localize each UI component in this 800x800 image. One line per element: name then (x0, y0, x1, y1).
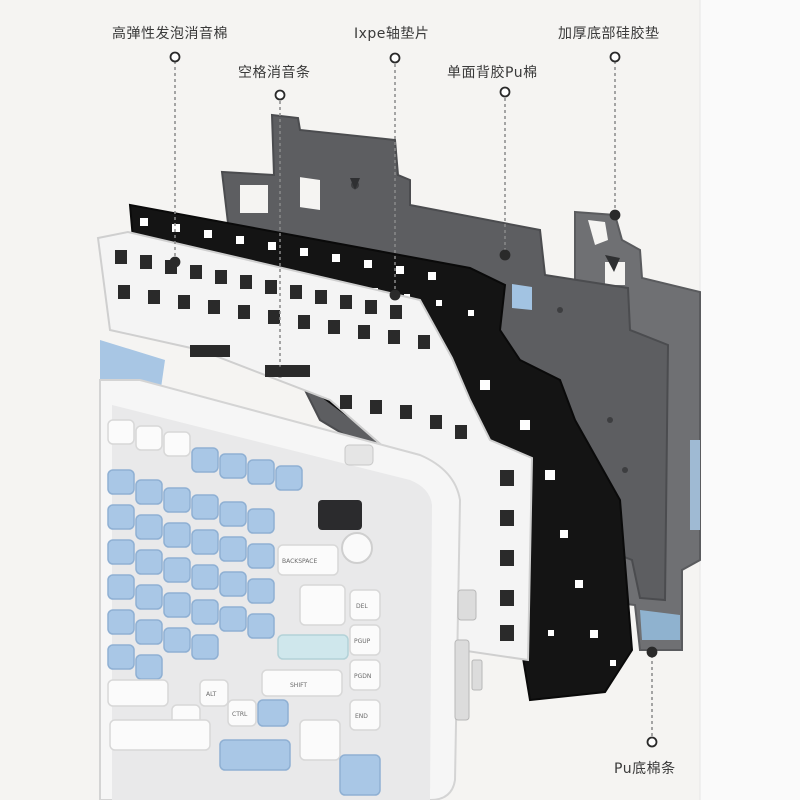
callout-lines (174, 55, 653, 740)
label-silicone-pad: 加厚底部硅胶垫 (558, 26, 660, 42)
backspace-legend: BACKSPACE (282, 558, 317, 565)
keycaps (107, 419, 381, 796)
ctrl-legend: CTRL (232, 711, 248, 718)
pgup-key (349, 624, 381, 656)
label-single-side-pu: 单面背胶Pu棉 (447, 65, 538, 81)
keycap-legends: BACKSPACE SHIFT ALT CTRL DEL PGUP PGDN E… (206, 558, 371, 720)
shift-legend: SHIFT (290, 682, 307, 689)
del-key (349, 589, 381, 621)
label-space-foam: 空格消音条 (238, 65, 311, 81)
alt-legend: ALT (206, 691, 217, 698)
volume-knob (341, 532, 373, 564)
label-pu-bottom-strip: Pu底棉条 (614, 761, 676, 777)
end-key (349, 699, 381, 731)
ctrl-key (227, 699, 257, 727)
keyboard-assembly: BACKSPACE SHIFT ALT CTRL DEL PGUP PGDN E… (99, 340, 483, 800)
screen-window (318, 500, 362, 530)
callout-dots (169, 51, 658, 748)
pgdn-key (349, 659, 381, 691)
pgup-legend: PGUP (354, 638, 371, 645)
stabilizer-hardware (454, 589, 483, 721)
pgdn-legend: PGDN (354, 673, 371, 680)
end-legend: END (355, 713, 368, 720)
label-ixpe-pad: Ixpe轴垫片 (354, 26, 430, 42)
right-side-panel (700, 0, 800, 800)
label-high-elastic-foam: 高弹性发泡消音棉 (112, 26, 228, 42)
del-legend: DEL (356, 603, 368, 610)
shift-key (261, 669, 343, 697)
plate-switch-cutouts (115, 250, 514, 641)
backspace-key (277, 544, 339, 576)
alt-key (199, 679, 229, 707)
switch-plate-layer (96, 230, 534, 662)
